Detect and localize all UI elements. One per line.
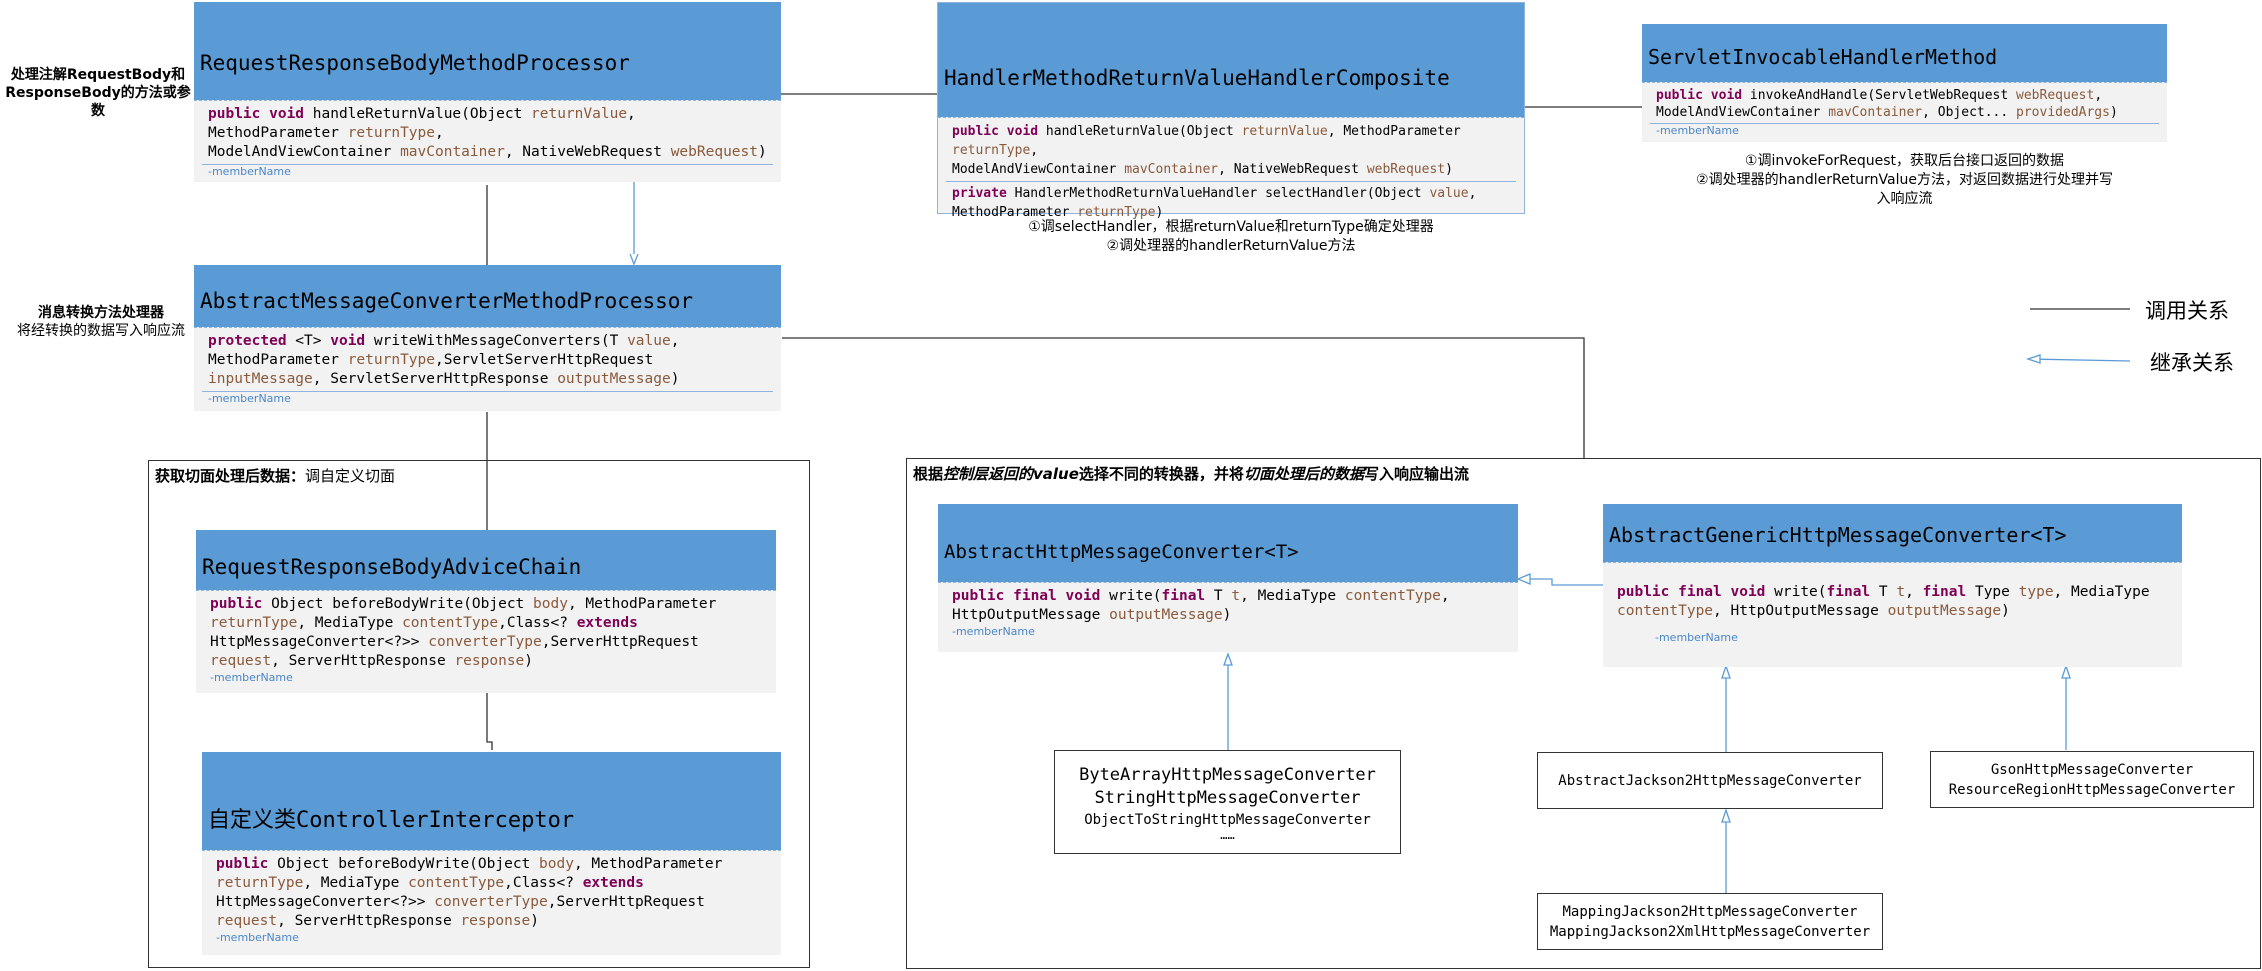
class-title: ServletInvocableHandlerMethod	[1642, 24, 2167, 82]
class-request-response-body-advice-chain: RequestResponseBodyAdviceChain public Ob…	[196, 530, 776, 693]
class-method: public Object beforeBodyWrite(Object bod…	[202, 850, 781, 931]
inherit-arrow-rrbmp-amcmp	[629, 253, 639, 266]
servlet-notes: ①调invokeForRequest，获取后台接口返回的数据 ②调处理器的han…	[1642, 152, 2167, 209]
member-name: -memberName	[952, 625, 1035, 638]
box-gson-resource-region-converters: GsonHttpMessageConverter ResourceRegionH…	[1930, 751, 2254, 808]
box-line-resource-region: ResourceRegionHttpMessageConverter	[1948, 781, 2236, 798]
box-line-mapping-jackson2-xml: MappingJackson2XmlHttpMessageConverter	[1549, 923, 1871, 940]
box-line-mapping-jackson2: MappingJackson2HttpMessageConverter	[1562, 903, 1858, 920]
member-name: -memberName	[1656, 124, 1739, 137]
class-title: RequestResponseBodyMethodProcessor	[194, 2, 781, 100]
converter-side-text: 将经转换的数据写入响应流	[17, 323, 185, 339]
box-line-ellipsis: ……	[1220, 828, 1235, 842]
member-name: -memberName	[1655, 631, 1738, 644]
class-method: public void handleReturnValue(Object ret…	[194, 100, 781, 162]
member-name: -memberName	[208, 165, 291, 178]
class-method: public final void write(final T t, final…	[1603, 562, 2182, 621]
box-line-abstract-jackson2: AbstractJackson2HttpMessageConverter	[1558, 772, 1862, 789]
box-bytearray-string-converters: ByteArrayHttpMessageConverter StringHttp…	[1054, 750, 1401, 854]
member-name: -memberName	[208, 392, 291, 405]
processor-side-label-text: 处理注解RequestBody和ResponseBody的方法或参数	[5, 67, 191, 119]
class-method: public void invokeAndHandle(ServletWebRe…	[1642, 82, 2167, 121]
aspect-frame-title: 获取切面处理后数据：调自定义切面	[155, 467, 396, 485]
legend-inherit-line	[2029, 358, 2131, 362]
converter-side-title: 消息转换方法处理器	[38, 305, 164, 321]
class-title: RequestResponseBodyAdviceChain	[196, 530, 776, 590]
class-title: AbstractMessageConverterMethodProcessor	[194, 265, 781, 327]
box-mapping-jackson2-converters: MappingJackson2HttpMessageConverter Mapp…	[1537, 893, 1883, 950]
class-abstract-message-converter-method-processor: AbstractMessageConverterMethodProcessor …	[194, 265, 781, 411]
composite-notes: ①调selectHandler，根据returnValue和returnType…	[937, 218, 1525, 256]
member-name: -memberName	[216, 931, 299, 944]
converter-frame: 根据控制层返回的value选择不同的转换器，并将切面处理后的数据写入响应输出流	[906, 458, 2261, 969]
class-request-response-body-method-processor: RequestResponseBodyMethodProcessor publi…	[194, 2, 781, 182]
box-line-gson: GsonHttpMessageConverter	[1990, 761, 2194, 778]
class-handler-method-return-value-handler-composite: HandlerMethodReturnValueHandlerComposite…	[937, 2, 1525, 220]
class-methods: public void handleReturnValue(Object ret…	[938, 117, 1524, 222]
class-abstract-generic-http-message-converter: AbstractGenericHttpMessageConverter<T> p…	[1603, 504, 2182, 667]
class-method: protected <T> void writeWithMessageConve…	[194, 327, 781, 389]
legend-inherit-arrow	[2025, 354, 2041, 364]
servlet-note-1: ①调invokeForRequest，获取后台接口返回的数据	[1744, 153, 2065, 169]
box-line-object-to-string: ObjectToStringHttpMessageConverter	[1084, 812, 1371, 828]
composite-note-2: ②调处理器的handlerReturnValue方法	[1106, 238, 1356, 254]
class-title: AbstractGenericHttpMessageConverter<T>	[1603, 504, 2182, 562]
call-line-amcmp-converter-frame	[782, 337, 1585, 458]
servlet-note-2: ②调处理器的handlerReturnValue方法，对返回数据进行处理并写	[1696, 172, 2113, 188]
class-abstract-http-message-converter: AbstractHttpMessageConverter<T> public f…	[938, 504, 1518, 652]
box-line-bytearray: ByteArrayHttpMessageConverter	[1079, 765, 1376, 785]
class-method: public Object beforeBodyWrite(Object bod…	[196, 590, 776, 671]
class-method: public final void write(final T t, Media…	[938, 582, 1518, 625]
legend-call-label: 调用关系	[2145, 299, 2229, 323]
processor-side-label: 处理注解RequestBody和ResponseBody的方法或参数	[2, 66, 194, 120]
class-custom-controller-interceptor: 自定义类ControllerInterceptor public Object …	[202, 752, 781, 955]
class-servlet-invocable-handler-method: ServletInvocableHandlerMethod public voi…	[1642, 24, 2167, 142]
converter-side-label: 消息转换方法处理器 将经转换的数据写入响应流	[2, 304, 200, 340]
class-title: 自定义类ControllerInterceptor	[202, 752, 781, 850]
member-name: -memberName	[210, 671, 293, 684]
converter-frame-title: 根据控制层返回的value选择不同的转换器，并将切面处理后的数据写入响应输出流	[913, 465, 1469, 483]
class-title: AbstractHttpMessageConverter<T>	[938, 504, 1518, 582]
box-abstract-jackson2-converter: AbstractJackson2HttpMessageConverter	[1537, 752, 1883, 809]
composite-note-1: ①调selectHandler，根据returnValue和returnType…	[1028, 219, 1434, 235]
box-line-string: StringHttpMessageConverter	[1094, 788, 1361, 808]
aspect-frame: 获取切面处理后数据：调自定义切面	[148, 460, 810, 968]
servlet-note-3: 入响应流	[1876, 191, 1933, 207]
legend-inherit-label: 继承关系	[2150, 351, 2234, 375]
class-title: HandlerMethodReturnValueHandlerComposite	[938, 3, 1524, 117]
